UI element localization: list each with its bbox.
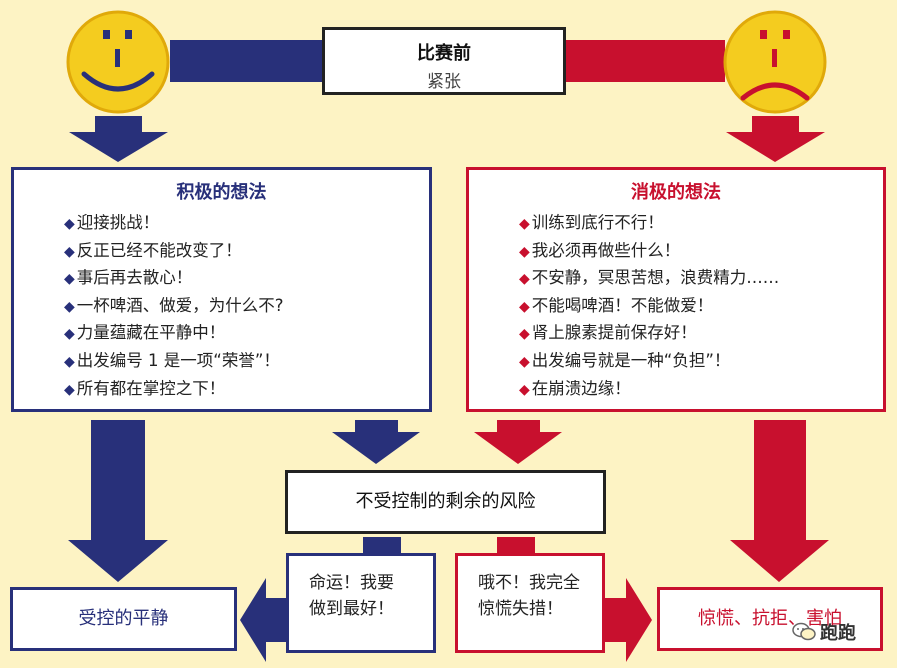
list-item: ◆不安静，冥思苦想，浪费精力…… bbox=[519, 265, 883, 293]
list-item: ◆迎接挑战！ bbox=[64, 210, 429, 238]
list-item: ◆一杯啤酒、做爱，为什么不? bbox=[64, 293, 429, 321]
negative-thoughts-list: ◆训练到底行不行！ ◆我必须再做些什么！ ◆不安静，冥思苦想，浪费精力…… ◆不… bbox=[469, 210, 883, 403]
negative-thoughts-title: 消极的想法 bbox=[631, 182, 721, 203]
list-item-text: 出发编号 1 是一项“荣誉”！ bbox=[76, 350, 280, 370]
diamond-bullet-icon: ◆ bbox=[64, 298, 75, 315]
diamond-bullet-icon: ◆ bbox=[519, 271, 530, 288]
arrow-down-right-top bbox=[726, 116, 825, 162]
watermark: 跑跑 bbox=[792, 620, 882, 644]
list-item: ◆肾上腺素提前保存好！ bbox=[519, 320, 883, 348]
tension-label: 紧张 bbox=[427, 72, 461, 92]
panic-quote-line1: 哦不！我完全 bbox=[478, 573, 580, 593]
arrow-down-mid-blue bbox=[332, 420, 420, 464]
diamond-bullet-icon: ◆ bbox=[519, 381, 530, 398]
diamond-bullet-icon: ◆ bbox=[64, 326, 75, 343]
diamond-bullet-icon: ◆ bbox=[519, 353, 530, 370]
arrow-left-to-calm bbox=[240, 578, 286, 662]
arrow-down-mid-red bbox=[474, 420, 562, 464]
list-item: ◆力量蕴藏在平静中！ bbox=[64, 320, 429, 348]
happy-face-icon bbox=[66, 10, 170, 114]
connector-left-bar bbox=[170, 40, 325, 82]
diamond-bullet-icon: ◆ bbox=[519, 243, 530, 260]
diamond-bullet-icon: ◆ bbox=[519, 216, 530, 232]
list-item: ◆在崩溃边缘！ bbox=[519, 376, 883, 404]
diamond-bullet-icon: ◆ bbox=[64, 216, 75, 232]
list-item-text: 出发编号就是一种“负担”！ bbox=[531, 350, 731, 370]
diamond-bullet-icon: ◆ bbox=[519, 298, 530, 315]
list-item-text: 不能喝啤酒！不能做爱！ bbox=[531, 295, 714, 315]
before-competition-title: 比赛前 bbox=[417, 43, 471, 64]
positive-thoughts-title: 积极的想法 bbox=[176, 182, 267, 203]
arrow-down-right-long bbox=[730, 420, 829, 582]
fate-quote-box: 命运！我要 做到最好！ bbox=[286, 553, 436, 653]
positive-thoughts-list: ◆迎接挑战！ ◆反正已经不能改变了！ ◆事后再去散心！ ◆一杯啤酒、做爱，为什么… bbox=[14, 210, 429, 403]
list-item-text: 肾上腺素提前保存好！ bbox=[531, 323, 697, 343]
list-item: ◆不能喝啤酒！不能做爱！ bbox=[519, 293, 883, 321]
list-item: ◆我必须再做些什么！ bbox=[519, 238, 883, 266]
diamond-bullet-icon: ◆ bbox=[64, 271, 75, 288]
list-item: ◆出发编号 1 是一项“荣誉”！ bbox=[64, 348, 429, 376]
connector-right-bar bbox=[565, 40, 725, 82]
arrow-down-left-top bbox=[69, 116, 168, 162]
list-item-text: 我必须再做些什么！ bbox=[531, 240, 681, 260]
arrow-down-left-long bbox=[68, 420, 168, 582]
list-item: ◆所有都在掌控之下！ bbox=[64, 376, 429, 404]
diamond-bullet-icon: ◆ bbox=[64, 353, 75, 370]
list-item-text: 训练到底行不行！ bbox=[531, 213, 664, 232]
list-item-text: 事后再去散心！ bbox=[76, 268, 193, 288]
fate-quote-line1: 命运！我要 bbox=[309, 573, 394, 593]
stub-blue bbox=[363, 537, 401, 556]
negative-thoughts-panel: 消极的想法 ◆训练到底行不行！ ◆我必须再做些什么！ ◆不安静，冥思苦想，浪费精… bbox=[466, 167, 886, 412]
diamond-bullet-icon: ◆ bbox=[519, 326, 530, 343]
controlled-calm-box: 受控的平静 bbox=[10, 587, 237, 651]
sad-face-icon bbox=[723, 10, 827, 114]
fate-quote-line2: 做到最好！ bbox=[309, 599, 394, 619]
panic-quote-line2: 惊慌失措！ bbox=[478, 599, 563, 619]
diamond-bullet-icon: ◆ bbox=[64, 243, 75, 260]
list-item: ◆出发编号就是一种“负担”！ bbox=[519, 348, 883, 376]
list-item: ◆训练到底行不行！ bbox=[519, 210, 883, 238]
positive-thoughts-panel: 积极的想法 ◆迎接挑战！ ◆反正已经不能改变了！ ◆事后再去散心！ ◆一杯啤酒、… bbox=[11, 167, 432, 412]
list-item-text: 所有都在掌控之下！ bbox=[76, 378, 226, 398]
list-item-text: 反正已经不能改变了！ bbox=[76, 240, 242, 260]
panic-resistance-fear-box: 惊慌、抗拒、害怕 bbox=[657, 587, 883, 651]
before-competition-box: 比赛前 紧张 bbox=[322, 27, 566, 95]
arrow-right-to-panic bbox=[605, 578, 652, 662]
stub-red bbox=[497, 537, 535, 556]
list-item: ◆事后再去散心！ bbox=[64, 265, 429, 293]
residual-risk-box: 不受控制的剩余的风险 bbox=[285, 470, 606, 534]
wechat-logo-icon bbox=[792, 622, 816, 641]
list-item-text: 不安静，冥思苦想，浪费精力…… bbox=[531, 268, 780, 288]
list-item: ◆反正已经不能改变了！ bbox=[64, 238, 429, 266]
watermark-text: 跑跑 bbox=[820, 623, 856, 644]
list-item-text: 在崩溃边缘！ bbox=[531, 378, 631, 398]
panic-quote-box: 哦不！我完全 惊慌失措！ bbox=[455, 553, 605, 653]
list-item-text: 迎接挑战！ bbox=[76, 213, 160, 232]
list-item-text: 力量蕴藏在平静中！ bbox=[76, 323, 226, 343]
diamond-bullet-icon: ◆ bbox=[64, 381, 75, 398]
list-item-text: 一杯啤酒、做爱，为什么不? bbox=[76, 295, 284, 315]
